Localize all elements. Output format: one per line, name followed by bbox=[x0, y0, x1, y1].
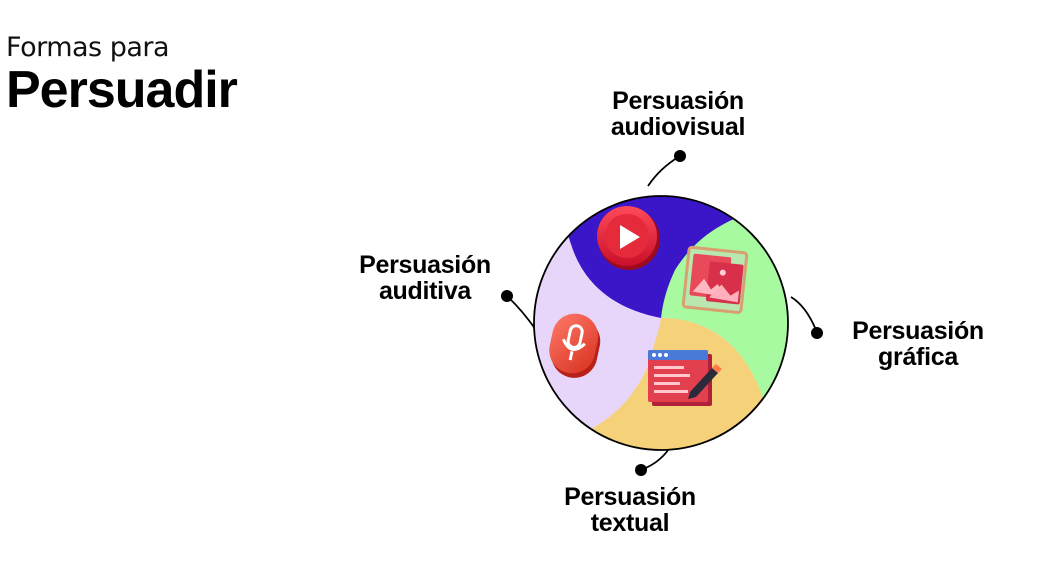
label-audiovisual-line2: audiovisual bbox=[610, 113, 746, 141]
connector-dots bbox=[501, 150, 823, 476]
connector-audiovisual bbox=[647, 155, 681, 187]
label-grafica: Persuasión gráfica bbox=[828, 318, 1008, 370]
label-audiovisual: Persuasión audiovisual bbox=[588, 88, 768, 140]
label-textual: Persuasión textual bbox=[540, 484, 720, 536]
label-auditiva-line2: auditiva bbox=[378, 277, 472, 305]
play-button-icon bbox=[597, 206, 660, 270]
page-title: Persuadir bbox=[6, 61, 238, 119]
circle-outline bbox=[533, 195, 789, 451]
label-grafica-line2: gráfica bbox=[878, 343, 958, 371]
microphone-icon bbox=[549, 313, 601, 378]
dot-auditiva bbox=[501, 290, 513, 302]
label-grafica-line1: Persuasión bbox=[852, 317, 984, 345]
image-gallery-icon bbox=[681, 245, 749, 314]
subtitle: Formas para bbox=[6, 32, 170, 63]
label-textual-line2: textual bbox=[590, 509, 670, 537]
label-auditiva: Persuasión auditiva bbox=[335, 252, 515, 304]
label-auditiva-line1: Persuasión bbox=[359, 251, 491, 279]
segment-audiovisual-top bbox=[560, 196, 788, 318]
dot-audiovisual bbox=[674, 150, 686, 162]
label-textual-line1: Persuasión bbox=[564, 483, 696, 511]
label-audiovisual-line1: Persuasión bbox=[612, 87, 744, 115]
dot-textual bbox=[635, 464, 647, 476]
connector-grafica bbox=[790, 296, 817, 331]
dot-grafica bbox=[811, 327, 823, 339]
text-document-icon bbox=[648, 350, 722, 406]
